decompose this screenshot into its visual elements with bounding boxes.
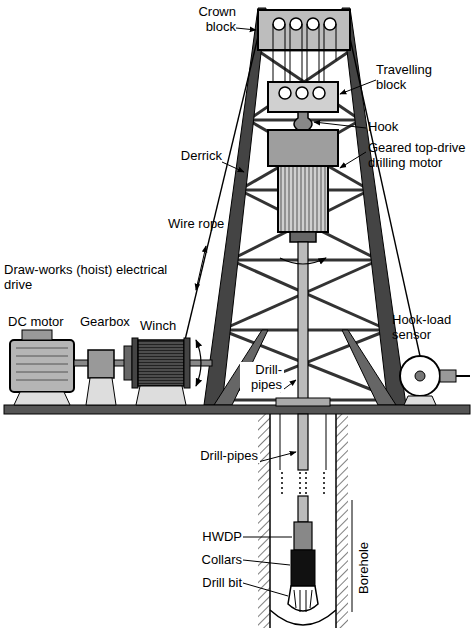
hook-load-sensor — [400, 356, 470, 405]
part-label: Derrick — [168, 148, 222, 163]
rig-floor — [4, 405, 470, 414]
part-label: Travelling block — [376, 62, 456, 92]
part-label: Draw-works (hoist) electrical drive — [4, 262, 194, 292]
rotary-table — [276, 398, 330, 406]
leader-lines — [196, 28, 376, 612]
part-label: Hook-load sensor — [392, 312, 468, 342]
travelling-block — [268, 82, 338, 112]
borehole — [258, 414, 348, 628]
rotation-arrow — [280, 258, 326, 264]
part-label: Crown block — [176, 4, 236, 34]
part-label: Collars — [180, 552, 242, 567]
part-label: Hook — [368, 119, 428, 134]
part-label: DC motor — [8, 314, 78, 329]
part-label: Gearbox — [80, 314, 140, 329]
part-label: Borehole — [356, 542, 371, 594]
part-label: Drill bit — [174, 575, 242, 590]
part-label: Drill-pipes — [240, 362, 284, 392]
part-label: Winch — [140, 318, 190, 333]
drill-pipe — [298, 242, 308, 406]
part-label: Drill-pipes — [192, 448, 260, 463]
part-label: Wire rope — [168, 216, 228, 231]
derrick — [204, 8, 406, 405]
top-drive-motor — [268, 130, 338, 242]
draw-works — [10, 330, 212, 405]
hook — [294, 112, 312, 130]
part-label: Geared top-drive drilling motor — [368, 140, 468, 170]
part-label: HWDP — [180, 529, 242, 544]
